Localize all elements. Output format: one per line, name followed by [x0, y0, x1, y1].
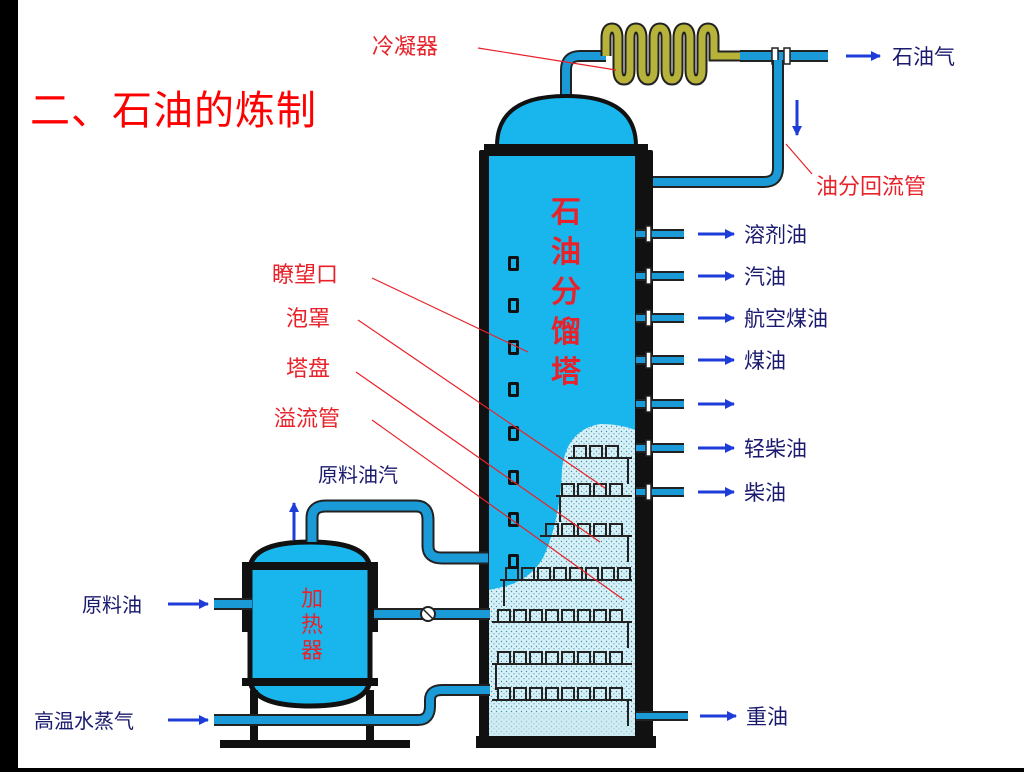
side-outlet: [636, 395, 735, 413]
label-bubble-cap: 泡罩: [286, 307, 330, 332]
label-condenser: 冷凝器: [372, 35, 438, 60]
bubble-cap: [553, 567, 567, 580]
side-outlet: 轻柴油: [636, 437, 807, 461]
outlet-label: 溶剂油: [744, 223, 807, 247]
bubble-cap: [561, 651, 575, 664]
bubble-cap: [529, 609, 543, 622]
reflux-pipe: [646, 60, 784, 188]
outlet-label: 轻柴油: [744, 437, 807, 461]
bubble-cap: [521, 567, 535, 580]
side-outlet: 煤油: [636, 349, 786, 373]
bubble-cap: [577, 609, 591, 622]
bubble-cap: [593, 523, 607, 536]
bubble-cap: [497, 687, 511, 700]
bubble-cap: [545, 609, 559, 622]
label-sight-hole: 瞭望口: [272, 263, 338, 288]
slide-title: 二、石油的炼制: [30, 88, 317, 134]
outlet-label: 航空煤油: [744, 307, 828, 331]
bubble-cap: [545, 523, 559, 536]
bubble-cap: [561, 523, 575, 536]
bubble-cap: [585, 567, 599, 580]
tower-trays: [492, 445, 632, 726]
leader-lines: [355, 47, 813, 601]
bubble-cap: [593, 609, 607, 622]
steam-label: 高温水蒸气: [34, 709, 134, 733]
side-outlet: 航空煤油: [636, 307, 828, 331]
feed-oil-label: 原料油: [82, 593, 142, 617]
bubble-cap: [569, 567, 583, 580]
condenser: [560, 22, 828, 95]
side-outlet: 柴油: [636, 481, 786, 505]
side-outlet: 汽油: [636, 265, 786, 289]
bubble-cap: [609, 523, 623, 536]
label-tray: 塔盘: [286, 357, 330, 382]
bubble-cap: [605, 445, 619, 458]
heater-label-char: 加: [301, 587, 323, 612]
tower-label-char: 石: [550, 195, 581, 230]
heater-tower-pipe: [374, 606, 490, 622]
bubble-cap: [589, 445, 603, 458]
bubble-cap: [577, 651, 591, 664]
bubble-cap: [545, 651, 559, 664]
bubble-cap: [609, 609, 623, 622]
feed-vapor-label: 原料油汽: [318, 463, 398, 487]
bubble-cap: [609, 483, 623, 496]
heater: 加 热 器: [220, 539, 410, 748]
feed-vapor-pipe: [305, 499, 488, 565]
outlet-label: 汽油: [744, 265, 786, 289]
tower-label-char: 油: [551, 235, 581, 270]
heater-label-char: 热: [301, 613, 323, 638]
bubble-cap: [577, 483, 591, 496]
bubble-cap: [497, 651, 511, 664]
bubble-cap: [561, 483, 575, 496]
label-downcomer: 溢流管: [274, 407, 340, 432]
outlet-label: 煤油: [744, 349, 786, 373]
bottom-output-label: 重油: [746, 705, 788, 729]
top-output-label: 石油气: [892, 45, 955, 69]
sight-glasses: [508, 256, 519, 569]
bubble-cap: [617, 567, 631, 580]
bubble-cap: [577, 687, 591, 700]
bubble-cap: [577, 523, 591, 536]
bubble-cap: [529, 651, 543, 664]
bubble-cap: [561, 687, 575, 700]
bubble-cap: [561, 609, 575, 622]
bubble-cap: [609, 687, 623, 700]
bubble-cap: [529, 687, 543, 700]
label-reflux-pipe: 油分回流管: [816, 175, 926, 200]
tower-label: 石 油 分 馏 塔: [550, 195, 582, 390]
bubble-cap: [601, 567, 615, 580]
tower-label-char: 馏: [551, 315, 581, 350]
tower-label-char: 塔: [551, 355, 582, 390]
bubble-cap: [513, 687, 527, 700]
bubble-cap: [497, 609, 511, 622]
bubble-cap: [545, 687, 559, 700]
side-outlet: 溶剂油: [636, 223, 807, 247]
bubble-cap: [537, 567, 551, 580]
bubble-cap: [573, 445, 587, 458]
bubble-cap: [593, 687, 607, 700]
bubble-cap: [609, 651, 623, 664]
bubble-cap: [593, 651, 607, 664]
outlet-label: 柴油: [744, 481, 786, 505]
steam-pipe: [214, 684, 490, 726]
heater-label-char: 器: [301, 639, 323, 664]
bubble-cap: [513, 609, 527, 622]
tower-label-char: 分: [551, 275, 581, 310]
distillation-tower: [476, 93, 656, 748]
bubble-cap: [513, 651, 527, 664]
